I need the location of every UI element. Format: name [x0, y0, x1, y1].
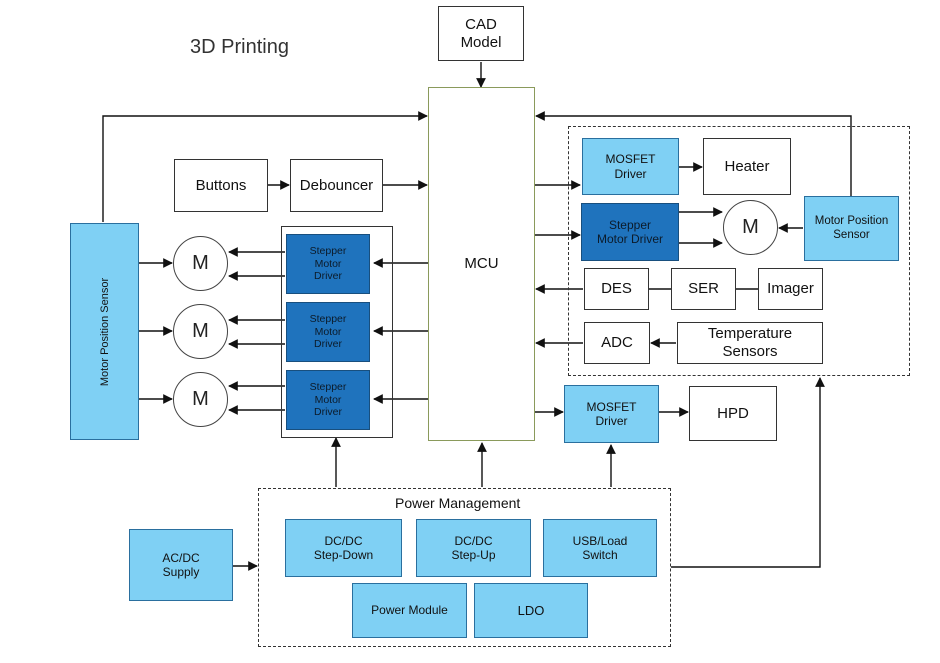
ser-box: SER — [671, 268, 736, 310]
adc-box: ADC — [584, 322, 650, 364]
power-module-box: Power Module — [352, 583, 467, 638]
debouncer-box: Debouncer — [290, 159, 383, 212]
mosfet-driver-hpd: MOSFET Driver — [564, 385, 659, 443]
ldo-box: LDO — [474, 583, 588, 638]
stepper-driver-group — [281, 226, 393, 438]
power-management-label: Power Management — [395, 495, 521, 511]
arrow-sensor-left-mcu — [102, 111, 428, 222]
arrow-sensor-right-mcu — [535, 111, 852, 196]
acdc-supply-box: AC/DC Supply — [129, 529, 233, 601]
usb-load-switch-box: USB/Load Switch — [543, 519, 657, 577]
mcu-box: MCU — [428, 87, 535, 441]
arrow-power-right-group — [671, 377, 825, 568]
motor-1: M — [173, 236, 228, 291]
stepper-motor-driver-right: Stepper Motor Driver — [581, 203, 679, 261]
heater-box: Heater — [703, 138, 791, 195]
buttons-box: Buttons — [174, 159, 268, 212]
peripheral-group-dashed — [568, 126, 910, 376]
motor-2: M — [173, 304, 228, 359]
stepper-driver-1: Stepper Motor Driver — [286, 234, 370, 294]
dcdc-step-up-box: DC/DC Step-Up — [416, 519, 531, 577]
cad-model-box: CAD Model — [438, 6, 524, 61]
mosfet-driver-heater: MOSFET Driver — [582, 138, 679, 195]
imager-box: Imager — [758, 268, 823, 310]
motor-position-sensor-right: Motor Position Sensor — [804, 196, 899, 261]
stepper-driver-3: Stepper Motor Driver — [286, 370, 370, 430]
dcdc-step-down-box: DC/DC Step-Down — [285, 519, 402, 577]
temperature-sensors-box: Temperature Sensors — [677, 322, 823, 364]
motor-position-sensor-left: Motor Position Sensor — [70, 223, 139, 440]
motor-3: M — [173, 372, 228, 427]
diagram-title: 3D Printing — [190, 36, 289, 58]
des-box: DES — [584, 268, 649, 310]
stepper-driver-2: Stepper Motor Driver — [286, 302, 370, 362]
hpd-box: HPD — [689, 386, 777, 441]
motor-right: M — [723, 200, 778, 255]
motor-position-sensor-left-label: Motor Position Sensor — [98, 277, 111, 386]
power-management-group — [258, 488, 671, 647]
